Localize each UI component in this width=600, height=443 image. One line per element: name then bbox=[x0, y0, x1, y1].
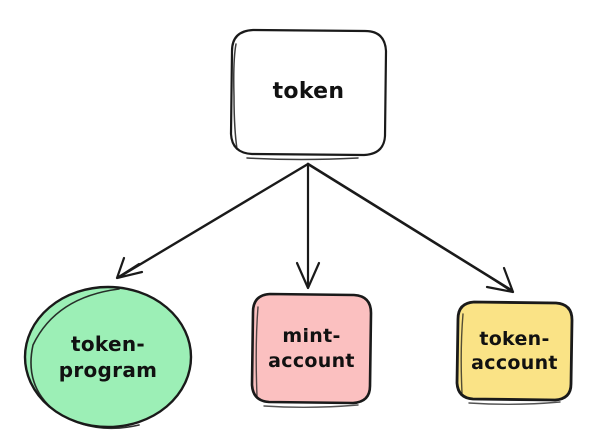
edge-token-to-mint-account[interactable] bbox=[295, 162, 321, 290]
node-token-sketch-overstroke bbox=[233, 43, 359, 161]
node-token-account[interactable] bbox=[455, 300, 574, 405]
arrowhead bbox=[115, 256, 144, 280]
node-mint-account[interactable] bbox=[250, 292, 373, 408]
node-token-account-sketch-overstroke bbox=[460, 313, 561, 405]
edge-line bbox=[117, 162, 310, 279]
node-token-program-sketch-overstroke bbox=[30, 288, 140, 430]
node-token-shape bbox=[229, 28, 388, 157]
node-token-program[interactable] bbox=[23, 285, 193, 430]
edge-token-to-token-program[interactable] bbox=[115, 162, 310, 280]
arrowhead bbox=[485, 266, 515, 294]
node-token-program-shape bbox=[23, 285, 193, 429]
node-token-account-shape bbox=[455, 300, 574, 402]
node-mint-account-shape bbox=[250, 292, 373, 405]
node-mint-account-sketch-overstroke bbox=[255, 306, 359, 408]
edge-token-to-token-account[interactable] bbox=[306, 162, 515, 294]
arrowhead bbox=[295, 261, 321, 290]
node-token[interactable] bbox=[229, 28, 388, 161]
edge-line bbox=[306, 162, 513, 292]
